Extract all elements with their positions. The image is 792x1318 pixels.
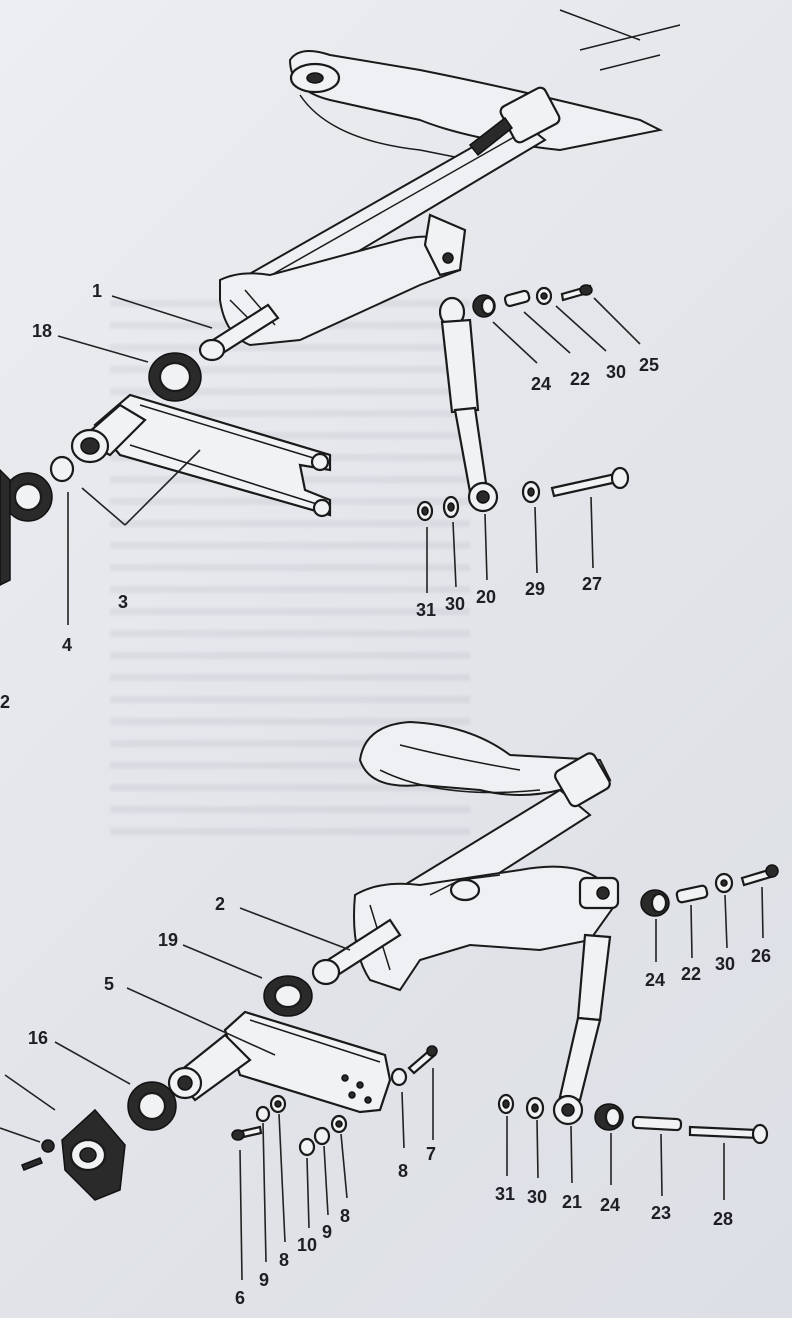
callout-24-bottom: 24: [600, 1195, 620, 1215]
leader-lines: [0, 295, 764, 1281]
part-20-shock-absorber-top: [438, 296, 499, 513]
shock-mount-hardware: [497, 864, 779, 1145]
callout-22-right: 22: [681, 964, 701, 984]
callout-18: 18: [32, 321, 52, 341]
bearing-cover-plate: [21, 1108, 126, 1201]
callout-27: 27: [582, 574, 602, 594]
callout-9-a: 9: [322, 1222, 332, 1242]
part-19-splined-collar: [263, 975, 313, 1017]
callout-2-left: 2: [0, 692, 10, 712]
plate-fastener-hardware: [231, 1045, 438, 1157]
callout-31-top: 31: [416, 600, 436, 620]
callout-9-b: 9: [259, 1270, 269, 1290]
callout-8-b: 8: [340, 1206, 350, 1226]
callout-8-c: 8: [279, 1250, 289, 1270]
callout-6: 6: [235, 1288, 245, 1308]
part-16-seal: [127, 1081, 177, 1131]
part-18-bearing-seal: [148, 352, 202, 402]
callout-4: 4: [62, 635, 72, 655]
callout-30-right: 30: [715, 954, 735, 974]
callout-26: 26: [751, 946, 771, 966]
callout-2: 2: [215, 894, 225, 914]
callout-10: 10: [297, 1235, 317, 1255]
callout-20: 20: [476, 587, 496, 607]
part-5-spring-plate: [167, 1010, 392, 1114]
top-hardware-row: [416, 284, 630, 522]
callout-30-bottom: 30: [527, 1187, 547, 1207]
upper-frame-assembly: [198, 9, 681, 362]
callout-30-mid: 30: [445, 594, 465, 614]
callout-25: 25: [639, 355, 659, 375]
lower-frame-assembly: [311, 720, 620, 992]
callout-3: 3: [118, 592, 128, 612]
callout-24-right: 24: [645, 970, 665, 990]
callout-28: 28: [713, 1209, 733, 1229]
callout-numbers: 1 18 3 4 2 24 22 30 25 31 30 20 29 27 2 …: [0, 281, 771, 1308]
callout-30-top: 30: [606, 362, 626, 382]
callout-19: 19: [158, 930, 178, 950]
callout-29: 29: [525, 579, 545, 599]
callout-24-top: 24: [531, 374, 551, 394]
callout-22-top: 22: [570, 369, 590, 389]
callout-16: 16: [28, 1028, 48, 1048]
left-edge-seal: [0, 468, 53, 586]
callout-21: 21: [562, 1192, 582, 1212]
part-3-trailing-arm: [70, 393, 332, 518]
callout-7: 7: [426, 1144, 436, 1164]
part-4-washer: [49, 455, 75, 483]
callout-31-bottom: 31: [495, 1184, 515, 1204]
callout-1: 1: [92, 281, 102, 301]
callout-23: 23: [651, 1203, 671, 1223]
callout-8-a: 8: [398, 1161, 408, 1181]
callout-5: 5: [104, 974, 114, 994]
part-21-shock-absorber-bottom: [552, 933, 612, 1126]
